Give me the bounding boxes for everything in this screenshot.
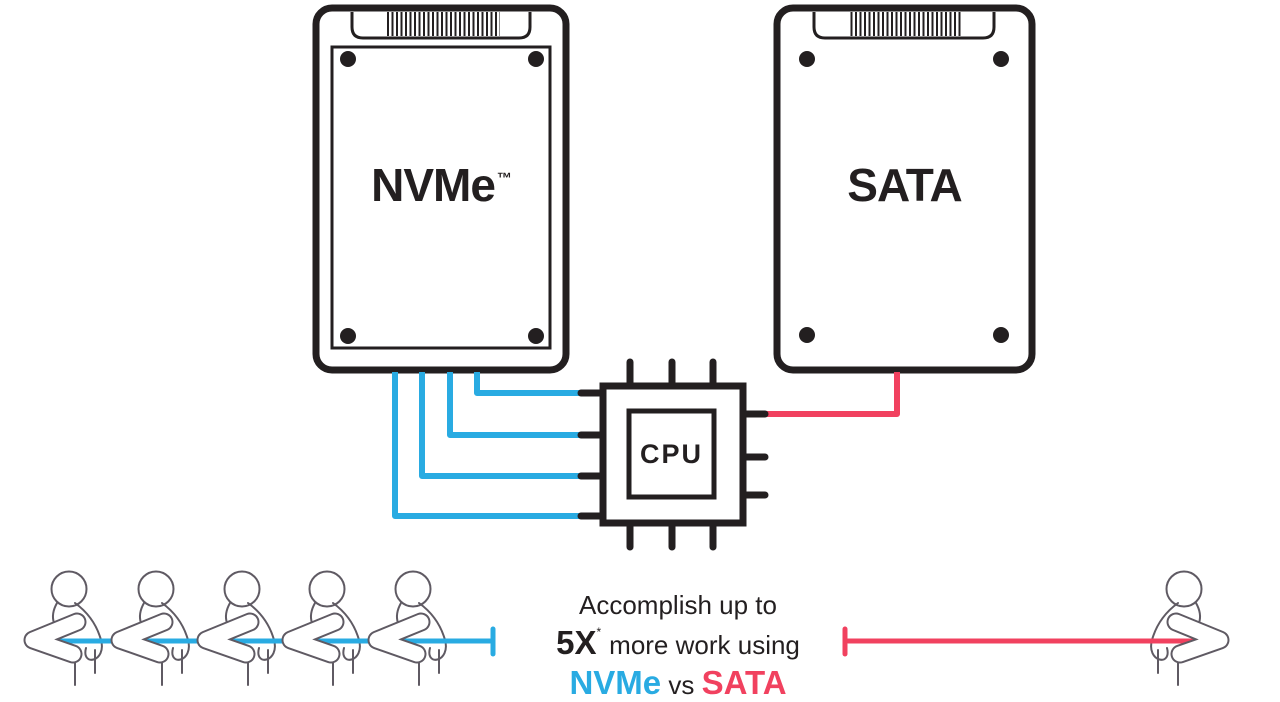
nvme-lanes — [392, 372, 581, 519]
nvme-drive-illustration — [312, 4, 570, 374]
sata-drive-label: SATA — [777, 150, 1032, 220]
sata-rope — [842, 626, 1195, 657]
sata-connector-pins — [848, 12, 962, 36]
caption-line-2: 5X*more work using — [556, 624, 800, 661]
caption-sata: SATA — [701, 664, 787, 701]
footnote-marker: * — [596, 625, 602, 639]
cpu-label: CPU — [629, 411, 714, 497]
screw — [528, 51, 544, 67]
cpu-illustration — [577, 358, 769, 551]
screw — [340, 328, 356, 344]
caption-line-3: NVMe vs SATA — [497, 664, 859, 702]
screw — [528, 328, 544, 344]
sata-drive-label-text: SATA — [847, 159, 962, 211]
screw — [993, 51, 1009, 67]
sata-drive-illustration — [773, 4, 1036, 374]
sata-connector-notch — [812, 12, 996, 40]
screw — [993, 327, 1009, 343]
cpu-label-text: CPU — [639, 438, 703, 469]
caption-nvme: NVMe — [569, 664, 662, 701]
caption-vs: vs — [668, 670, 695, 700]
caption: Accomplish up to 5X*more work using NVMe… — [497, 586, 859, 702]
screw — [340, 51, 356, 67]
nvme-drive-label-text: NVMe — [371, 159, 496, 211]
nvme-connector-pins — [386, 12, 500, 36]
screw — [799, 51, 815, 67]
sata-lane — [765, 372, 900, 417]
nvme-connector-notch — [350, 12, 532, 40]
multiplier-value: 5X — [556, 624, 597, 661]
trademark-symbol: ™ — [496, 169, 512, 187]
screw — [799, 327, 815, 343]
caption-line-1: Accomplish up to — [579, 590, 777, 620]
